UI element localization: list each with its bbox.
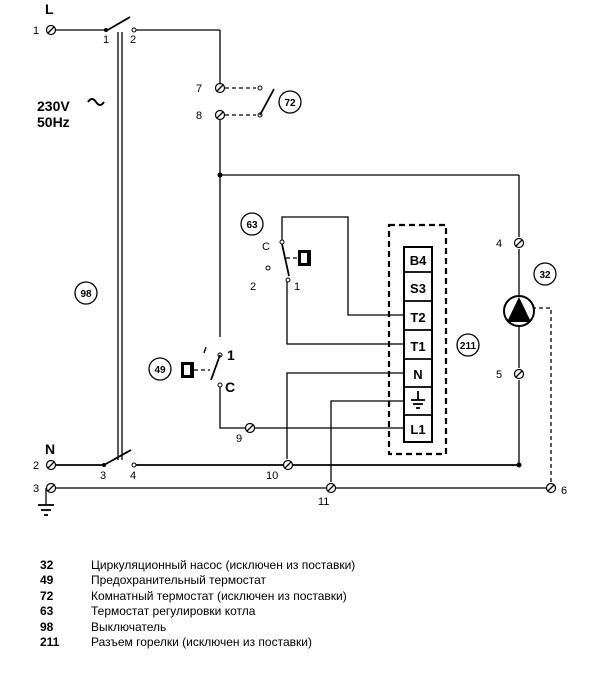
switch-pin-1: 1 [103, 34, 109, 46]
switch-pin-4: 4 [130, 470, 136, 482]
thermostat63-pin-1: 1 [294, 281, 300, 293]
circulation-pump-32 [503, 262, 557, 327]
legend-row: 32 Циркуляционный насос (исключен из пос… [40, 557, 580, 573]
legend-code: 32 [40, 557, 54, 572]
callout-72: 72 [284, 98, 296, 109]
safety-thermostat-49 [148, 346, 223, 388]
callout-211: 211 [460, 341, 477, 352]
callout-49: 49 [154, 365, 166, 376]
terminal-10-label: 10 [266, 470, 278, 482]
legend-code: 98 [40, 619, 54, 634]
callout-63: 63 [246, 220, 258, 231]
supply-voltage: 230V [37, 98, 70, 114]
legend-code: 63 [40, 604, 54, 619]
connector-pin-n: N [413, 367, 422, 382]
connector-pin-l1: L1 [410, 422, 425, 437]
main-switch-98 [102, 16, 137, 468]
legend-row: 98 Выключатель [40, 619, 580, 635]
thermostat49-pin-c: C [225, 379, 235, 395]
legend-code: 72 [40, 588, 54, 603]
legend-text: Предохранительный термостат [91, 573, 267, 588]
wires [45, 29, 552, 505]
terminal-7-label: 7 [196, 83, 202, 95]
burner-connector-211 [387, 223, 480, 456]
terminal-1-label: 1 [33, 25, 39, 37]
thermostat63-pin-c: C [262, 241, 270, 253]
legend-row: 49 Предохранительный термостат [40, 573, 580, 589]
legend-text: Комнатный термостат (исключен из поставк… [91, 588, 347, 603]
terminal-8-label: 8 [196, 110, 202, 122]
boiler-thermostat-63 [240, 212, 311, 283]
callout-98: 98 [80, 289, 92, 300]
supply-frequency: 50Hz [37, 114, 70, 130]
thermostat63-pin-2: 2 [250, 281, 256, 293]
terminal-11-label: 11 [318, 496, 329, 508]
legend-text: Циркуляционный насос (исключен из постав… [91, 557, 356, 572]
terminal-6-label: 6 [561, 485, 567, 497]
earth-symbol [38, 504, 54, 516]
terminal-3-label: 3 [33, 483, 39, 495]
phase-label: L [45, 1, 54, 17]
terminal-2-label: 2 [33, 460, 39, 472]
connector-pin-s3: S3 [410, 281, 426, 296]
switch-pin-3: 3 [100, 470, 106, 482]
thermostat49-pin-1: 1 [227, 347, 235, 363]
legend-row: 211 Разъем горелки (исключен из поставки… [40, 635, 580, 651]
legend-row: 63 Термостат регулировки котла [40, 604, 580, 620]
connector-pin-t2: T2 [410, 310, 425, 325]
connector-pin-b4: B4 [410, 253, 427, 268]
connector-pin-t1: T1 [410, 339, 425, 354]
legend: 32 Циркуляционный насос (исключен из пос… [40, 557, 580, 650]
terminal-5-label: 5 [496, 369, 502, 381]
terminal-9-label: 9 [236, 433, 242, 445]
room-thermostat-72 [225, 85, 302, 118]
terminal-4-label: 4 [496, 238, 502, 250]
legend-code: 49 [40, 573, 54, 588]
wiring-diagram: L N 230V 50Hz 1 2 3 4 5 6 7 8 9 10 11 1 … [33, 1, 567, 516]
callout-32: 32 [539, 270, 551, 281]
legend-text: Выключатель [91, 619, 167, 634]
legend-text: Разъем горелки (исключен из поставки) [91, 635, 312, 650]
neutral-label: N [45, 441, 55, 457]
ac-symbol [87, 98, 105, 106]
switch-pin-2: 2 [130, 34, 136, 46]
legend-text: Термостат регулировки котла [91, 604, 256, 619]
legend-row: 72 Комнатный термостат (исключен из пост… [40, 588, 580, 604]
terminals [45, 24, 557, 494]
legend-code: 211 [40, 635, 60, 650]
switch-98-callout [74, 281, 98, 305]
